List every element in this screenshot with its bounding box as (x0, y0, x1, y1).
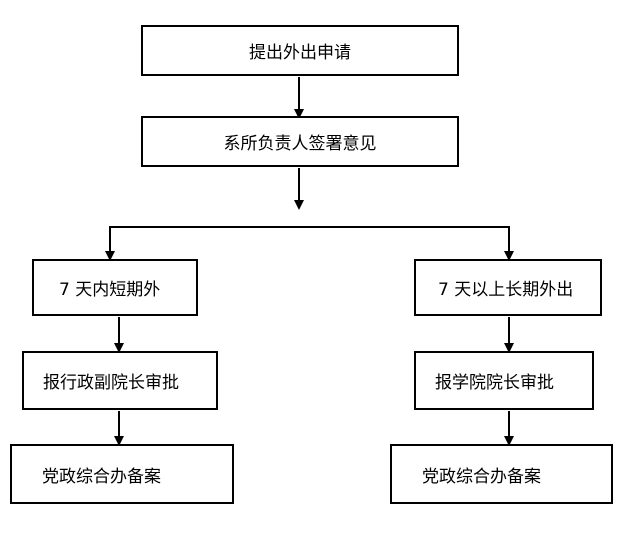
node-short-trip-label: 7 天内短期外 (59, 280, 161, 300)
node-dept-head-label: 系所负责人签署意见 (223, 134, 377, 154)
node-vice-president: 报行政副院长审批 (22, 351, 218, 410)
node-file-right-label: 党政综合办备案 (422, 466, 541, 487)
node-short-trip: 7 天内短期外 (32, 259, 198, 316)
node-president-label: 报学院院长审批 (435, 373, 554, 393)
node-long-trip-label: 7 天以上长期外出 (438, 280, 574, 300)
node-apply: 提出外出申请 (141, 25, 459, 76)
node-apply-label: 提出外出申请 (249, 43, 351, 63)
node-file-left-label: 党政综合办备案 (42, 466, 161, 487)
node-president: 报学院院长审批 (414, 351, 594, 410)
node-file-left: 党政综合办备案 (10, 444, 234, 504)
node-file-right: 党政综合办备案 (390, 444, 613, 504)
node-dept-head: 系所负责人签署意见 (141, 116, 459, 167)
node-long-trip: 7 天以上长期外出 (414, 259, 602, 316)
node-vice-president-label: 报行政副院长审批 (43, 373, 179, 393)
